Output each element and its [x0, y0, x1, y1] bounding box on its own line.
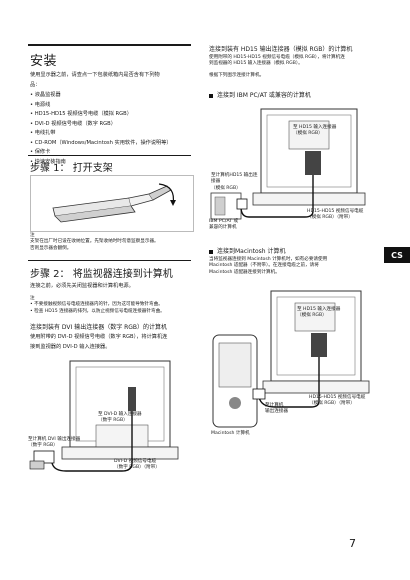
- dvi-connection-figure: 至 DVI-D 输入连接器 （数字 RGB） 至计算机 DVI 输出连接器 （数…: [26, 355, 196, 480]
- hd15-cable-label: HD15-HD15 视频信号电缆 （模拟 RGB）（附带）: [309, 395, 365, 408]
- square-bullet-icon: [209, 249, 213, 254]
- dvi-cable-label: DVI-D 视频信号电缆 （数字 RGB）（附带）: [114, 459, 160, 472]
- label-line: 至 HD15 输入连接器: [297, 307, 341, 312]
- ibm-diagram: [210, 108, 366, 220]
- note-line: • 检查 HD15 连接器的排列，以防止视频信号电缆连接器针弯曲。: [30, 308, 165, 314]
- mac-text-line: Macintosh 适配器（不附带）。在连接电缆之前，请将: [209, 263, 319, 269]
- mac-heading-text: 连接到Macintosh 计算机: [217, 248, 286, 255]
- page-number: 7: [349, 537, 356, 550]
- label-line: DVI-D 视频信号电缆: [114, 459, 157, 464]
- note1: 注 支架在出厂时已设在收纳位置。先架收纳时时勿意监察显示器。 否则显示器会翻倒。: [30, 233, 159, 252]
- list-item: • 保修卡: [30, 149, 51, 155]
- dvi-text-line: 使用附带的 DVI-D 视频信号电缆（数字 RGB），将计算机连: [30, 334, 168, 340]
- dvi-text-line: 接到监视器的 DVI-D 输入连接器。: [30, 343, 111, 350]
- label-line: 至计算机: [265, 403, 284, 408]
- monitor-input-label: 至 DVI-D 输入连接器 （数字 RGB）: [98, 412, 142, 425]
- ibm-connection-figure: 至 HD15 输入连接器 （模拟 RGB） 至计算机HD15 输出连 接器 （模…: [205, 103, 375, 233]
- label-line: （模拟 RGB）: [297, 313, 327, 319]
- pc-output-label: 至计算机 输出连接器: [265, 403, 288, 416]
- mac-text-line: Macintosh 适配器连接到计算机。: [209, 269, 280, 275]
- note-line: • 不要接触视频信号电缆连接器内的针，因为这可能导致针弯曲。: [30, 302, 163, 308]
- note2: 注 • 不要接触视频信号电缆连接器内的针，因为这可能导致针弯曲。 • 检查 HD…: [30, 296, 165, 315]
- dvi-text: 使用附带的 DVI-D 视频信号电缆（数字 RGB），将计算机连 接到监视器的 …: [30, 333, 167, 352]
- monitor-input-label: 至 HD15 输入连接器 （模拟 RGB）: [297, 307, 340, 320]
- mac-text-line: 当将监视器连接到 Macintosh 计算机时，如有必要请使用: [209, 257, 328, 262]
- pc-output-label: 至计算机 DVI 输出连接器 （数字 RGB）: [28, 437, 80, 450]
- square-bullet-icon: [209, 93, 213, 98]
- ibm-computer-label: IBM PC/AT 或 兼容的计算机: [209, 219, 238, 232]
- label-line: 至 DVI-D 输入连接器: [98, 412, 142, 417]
- package-contents: • 液晶监视器 • 电源线 • HD15-HD15 视频信号电缆（模拟 RGB）…: [30, 91, 172, 167]
- step2-rule: [28, 260, 191, 261]
- list-item: • HD15-HD15 视频信号电缆（模拟 RGB）: [30, 111, 132, 117]
- label-line: HD15-HD15 视频信号电缆: [307, 209, 364, 214]
- intro-line: 使用显示器之前，请查点一下包装纸箱内是否含有下列物: [30, 72, 160, 78]
- label-line: 至 HD15 输入连接器: [293, 125, 337, 130]
- note-line: 支架在出厂时已设在收纳位置。先架收纳时时勿意监察显示器。: [30, 239, 159, 245]
- list-item: • 快速安装指南: [30, 158, 66, 165]
- label-line: （数字 RGB）: [28, 443, 58, 449]
- label-line: （模拟 RGB）: [293, 131, 323, 137]
- intro-text: 使用显示器之前，请查点一下包装纸箱内是否含有下列物 品：: [30, 71, 192, 90]
- label-line: （模拟 RGB）: [211, 185, 241, 191]
- list-item: • 电线扎带: [30, 130, 56, 136]
- hd15-heading: 连接到装有 HD15 输出连接器（模拟 RGB）的计算机: [209, 46, 353, 53]
- step2-intro: 连接之前，必须先关闭监视器和计算机电源。: [30, 283, 134, 289]
- label-line: 至计算机 DVI 输出连接器: [28, 437, 81, 442]
- mac-computer-label: Macintosh 计算机: [211, 431, 250, 436]
- mac-connection-figure: 至 HD15 输入连接器 （模拟 RGB） 至计算机 输出连接器 HD15-HD…: [205, 285, 375, 445]
- label-line: HD15-HD15 视频信号电缆: [309, 395, 366, 400]
- section-title: 安装: [30, 54, 58, 69]
- label-line: IBM PC/AT 或: [209, 219, 239, 224]
- dvi-diagram: [29, 360, 179, 472]
- hd15-text2: 根据下列图示连接计算机。: [209, 73, 265, 78]
- mac-text: 当将监视器连接到 Macintosh 计算机时，如有必要请使用 Macintos…: [209, 257, 327, 276]
- hd15-text-line: 到监视器的 HD15 输入连接器（模拟 RGB）。: [209, 61, 303, 67]
- stand-drawing: [52, 183, 176, 223]
- note-label: 注: [30, 233, 35, 238]
- mac-heading: 连接到Macintosh 计算机: [209, 246, 285, 255]
- list-item: • DVI-D 视频信号电缆（数字 RGB）: [30, 120, 116, 127]
- label-line: （模拟 RGB）（附带）: [307, 215, 353, 221]
- step1-heading: 步骤 1： 打开支架: [30, 163, 113, 174]
- label-line: 至计算机HD15 输出连: [211, 173, 258, 178]
- ibm-heading: 连接到 IBM PC/AT 或兼容的计算机: [209, 90, 311, 99]
- note-label: 注: [30, 296, 35, 301]
- note-line: 否则显示器会翻倒。: [30, 245, 72, 251]
- step1-rule: [28, 155, 191, 156]
- label-line: （模拟 RGB）（附带）: [309, 401, 355, 407]
- hd15-cable-label: HD15-HD15 视频信号电缆 （模拟 RGB）（附带）: [307, 209, 363, 222]
- pc-output-label: 至计算机HD15 输出连 接器 （模拟 RGB）: [211, 173, 257, 192]
- intro-line: 品：: [30, 81, 41, 88]
- label-line: （数字 RGB）（附带）: [114, 465, 160, 471]
- step2-heading: 步骤 2： 将监视器连接到计算机: [30, 269, 173, 280]
- ibm-heading-text: 连接到 IBM PC/AT 或兼容的计算机: [217, 92, 311, 99]
- label-line: 兼容的计算机: [209, 225, 237, 231]
- monitor-input-label: 至 HD15 输入连接器 （模拟 RGB）: [293, 125, 336, 138]
- list-item: • 电源线: [30, 101, 51, 108]
- hd15-text: 使用附带的 HD15-HD15 视频信号电缆（模拟 RGB），将计算机连 到监视…: [209, 55, 345, 68]
- top-rule-left: [28, 44, 191, 46]
- stand-illustration: [30, 175, 194, 232]
- hd15-text-line: 使用附带的 HD15-HD15 视频信号电缆（模拟 RGB），将计算机连: [209, 55, 345, 60]
- list-item: • 液晶监视器: [30, 92, 61, 98]
- language-tab: CS: [384, 247, 410, 263]
- label-line: 输出连接器: [265, 409, 288, 415]
- mac-diagram: [212, 290, 370, 428]
- dvi-heading: 连接到装有 DVI 输出连接器（数字 RGB）的计算机: [30, 324, 168, 331]
- label-line: 接器: [211, 179, 221, 185]
- label-line: （数字 RGB）: [98, 418, 128, 424]
- list-item: • CD-ROM（Windows/Macintosh 实用软件，操作说明等）: [30, 139, 172, 146]
